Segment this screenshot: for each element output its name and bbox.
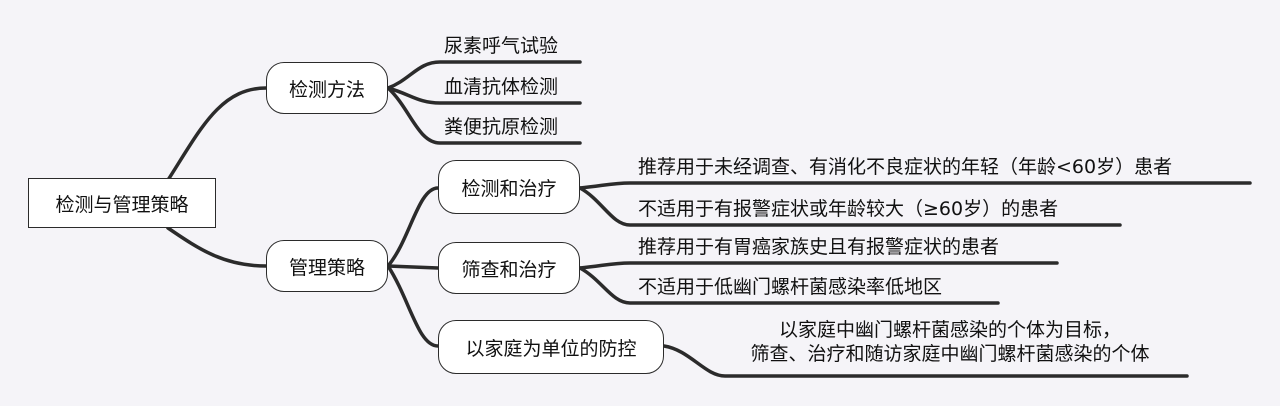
connector-test-treat-leaf-1 bbox=[578, 181, 1252, 190]
leaf-screen-treat-not-applicable: 不适用于低幽门螺杆菌感染率低地区 bbox=[638, 276, 943, 298]
connector-family-leaf bbox=[662, 344, 1189, 378]
connector-detection-leaf-1 bbox=[386, 60, 582, 90]
leaf-family-based-description: 以家庭中幽门螺杆菌感染的个体为目标， 筛查、治疗和随访家庭中幽门螺杆菌感染的个体 bbox=[720, 318, 1180, 366]
node-management-strategy[interactable]: 管理策略 bbox=[266, 240, 388, 292]
node-screen-and-treat[interactable]: 筛查和治疗 bbox=[438, 242, 580, 294]
root-node-label: 检测与管理策略 bbox=[55, 193, 189, 216]
connector-management-family bbox=[386, 264, 440, 348]
leaf-family-based-line-2: 筛查、治疗和随访家庭中幽门螺杆菌感染的个体 bbox=[750, 343, 1150, 365]
leaf-stool-antigen-test: 粪便抗原检测 bbox=[444, 116, 559, 138]
connector-management-screen-treat bbox=[386, 264, 440, 270]
connector-detection-leaf-3 bbox=[386, 86, 582, 145]
connector-screen-treat-leaf-1 bbox=[578, 261, 1059, 270]
node-screen-and-treat-label: 筛查和治疗 bbox=[461, 258, 557, 281]
leaf-test-treat-recommended: 推荐用于未经调查、有消化不良症状的年轻（年龄<60岁）患者 bbox=[638, 156, 1173, 178]
leaf-serum-antibody-test: 血清抗体检测 bbox=[444, 76, 559, 98]
connector-detection-leaf-2 bbox=[386, 86, 582, 105]
connector-management-test-treat bbox=[386, 186, 440, 268]
node-test-and-treat[interactable]: 检测和治疗 bbox=[438, 160, 580, 214]
connector-root-detection bbox=[166, 86, 268, 182]
node-management-strategy-label: 管理策略 bbox=[288, 256, 365, 279]
node-family-based-control[interactable]: 以家庭为单位的防控 bbox=[438, 320, 664, 374]
connector-root-management bbox=[166, 226, 268, 268]
node-detection-methods[interactable]: 检测方法 bbox=[266, 62, 388, 114]
connector-screen-treat-leaf-2 bbox=[578, 266, 1000, 305]
node-family-based-control-label: 以家庭为单位的防控 bbox=[465, 337, 637, 360]
root-node[interactable]: 检测与管理策略 bbox=[28, 178, 216, 228]
leaf-screen-treat-recommended: 推荐用于有胃癌家族史且有报警症状的患者 bbox=[638, 236, 1000, 258]
connector-test-treat-leaf-2 bbox=[578, 186, 1122, 227]
leaf-family-based-line-1: 以家庭中幽门螺杆菌感染的个体为目标， bbox=[778, 319, 1121, 341]
leaf-test-treat-not-applicable: 不适用于有报警症状或年龄较大（≥60岁）的患者 bbox=[638, 198, 1059, 220]
node-test-and-treat-label: 检测和治疗 bbox=[461, 177, 557, 200]
leaf-urea-breath-test: 尿素呼气试验 bbox=[444, 35, 559, 57]
node-detection-methods-label: 检测方法 bbox=[288, 78, 365, 101]
